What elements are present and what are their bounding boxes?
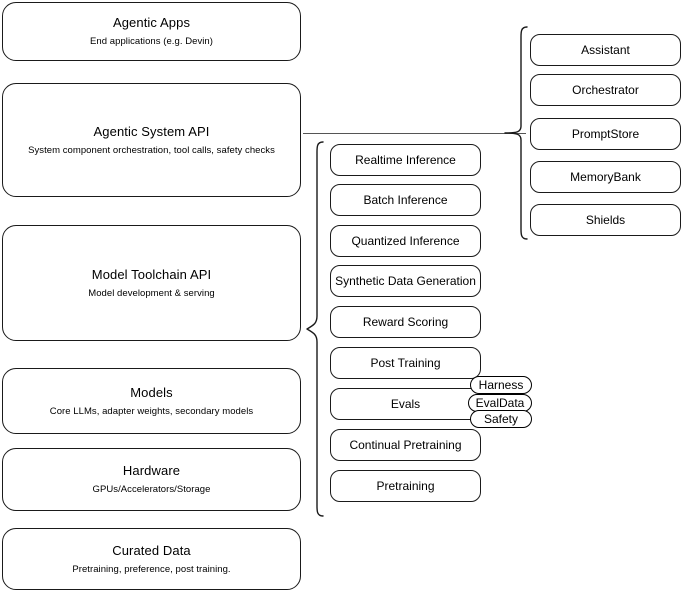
component-label: Shields: [585, 213, 626, 227]
layer-box-hardware[interactable]: Hardware GPUs/Accelerators/Storage: [2, 448, 301, 511]
layer-subtitle: Model development & serving: [88, 287, 215, 299]
layer-subtitle: System component orchestration, tool cal…: [28, 144, 275, 156]
capability-box-quantized-inference[interactable]: Quantized Inference: [330, 225, 481, 257]
evals-pill-safety[interactable]: Safety: [470, 410, 532, 428]
layer-title: Model Toolchain API: [91, 266, 212, 282]
layer-box-agentic-apps[interactable]: Agentic Apps End applications (e.g. Devi…: [2, 2, 301, 61]
capability-label: Pretraining: [376, 479, 435, 493]
component-box-memorybank[interactable]: MemoryBank: [530, 161, 681, 193]
capability-label: Synthetic Data Generation: [335, 274, 476, 288]
capability-label: Reward Scoring: [362, 315, 449, 329]
layer-subtitle: Pretraining, preference, post training.: [72, 563, 231, 575]
capability-box-batch-inference[interactable]: Batch Inference: [330, 184, 481, 216]
evals-pill-label: EvalData: [475, 395, 525, 410]
bracket-system-components: [504, 26, 528, 240]
component-label: PromptStore: [571, 127, 640, 141]
evals-pill-harness[interactable]: Harness: [470, 376, 532, 394]
component-label: Assistant: [581, 43, 630, 57]
connector-line-system-api-to-components: [303, 133, 526, 134]
component-box-assistant[interactable]: Assistant: [530, 34, 681, 66]
capability-box-pretraining[interactable]: Pretraining: [330, 470, 481, 502]
layer-title: Agentic Apps: [112, 15, 191, 30]
capability-box-post-training[interactable]: Post Training: [330, 347, 481, 379]
evals-pill-label: Harness: [478, 377, 524, 392]
layer-title: Hardware: [122, 463, 181, 478]
layer-title: Agentic System API: [93, 123, 210, 139]
bracket-toolchain-capabilities: [306, 141, 324, 517]
layer-box-curated-data[interactable]: Curated Data Pretraining, preference, po…: [2, 528, 301, 590]
component-box-shields[interactable]: Shields: [530, 204, 681, 236]
capability-box-synthetic-data-generation[interactable]: Synthetic Data Generation: [330, 265, 481, 297]
capability-label: Post Training: [370, 356, 441, 370]
capability-box-realtime-inference[interactable]: Realtime Inference: [330, 144, 481, 176]
layer-box-models[interactable]: Models Core LLMs, adapter weights, secon…: [2, 368, 301, 434]
capability-label: Quantized Inference: [351, 234, 460, 248]
layer-title: Curated Data: [112, 542, 191, 558]
layer-title: Models: [130, 384, 173, 400]
component-box-promptstore[interactable]: PromptStore: [530, 118, 681, 150]
capability-label: Evals: [390, 397, 421, 411]
component-label: Orchestrator: [572, 83, 639, 97]
capability-box-continual-pretraining[interactable]: Continual Pretraining: [330, 429, 481, 461]
capability-label: Batch Inference: [363, 193, 448, 207]
layer-subtitle: End applications (e.g. Devin): [90, 36, 213, 47]
capability-box-evals[interactable]: Evals: [330, 388, 481, 420]
component-box-orchestrator[interactable]: Orchestrator: [530, 74, 681, 106]
capability-label: Continual Pretraining: [349, 438, 462, 452]
capability-box-reward-scoring[interactable]: Reward Scoring: [330, 306, 481, 338]
capability-label: Realtime Inference: [355, 153, 456, 167]
layer-subtitle: Core LLMs, adapter weights, secondary mo…: [49, 405, 254, 417]
component-label: MemoryBank: [570, 170, 641, 184]
layer-box-agentic-system-api[interactable]: Agentic System API System component orch…: [2, 83, 301, 197]
layer-subtitle: GPUs/Accelerators/Storage: [92, 484, 211, 495]
layer-box-model-toolchain-api[interactable]: Model Toolchain API Model development & …: [2, 225, 301, 341]
evals-pill-label: Safety: [483, 411, 519, 426]
